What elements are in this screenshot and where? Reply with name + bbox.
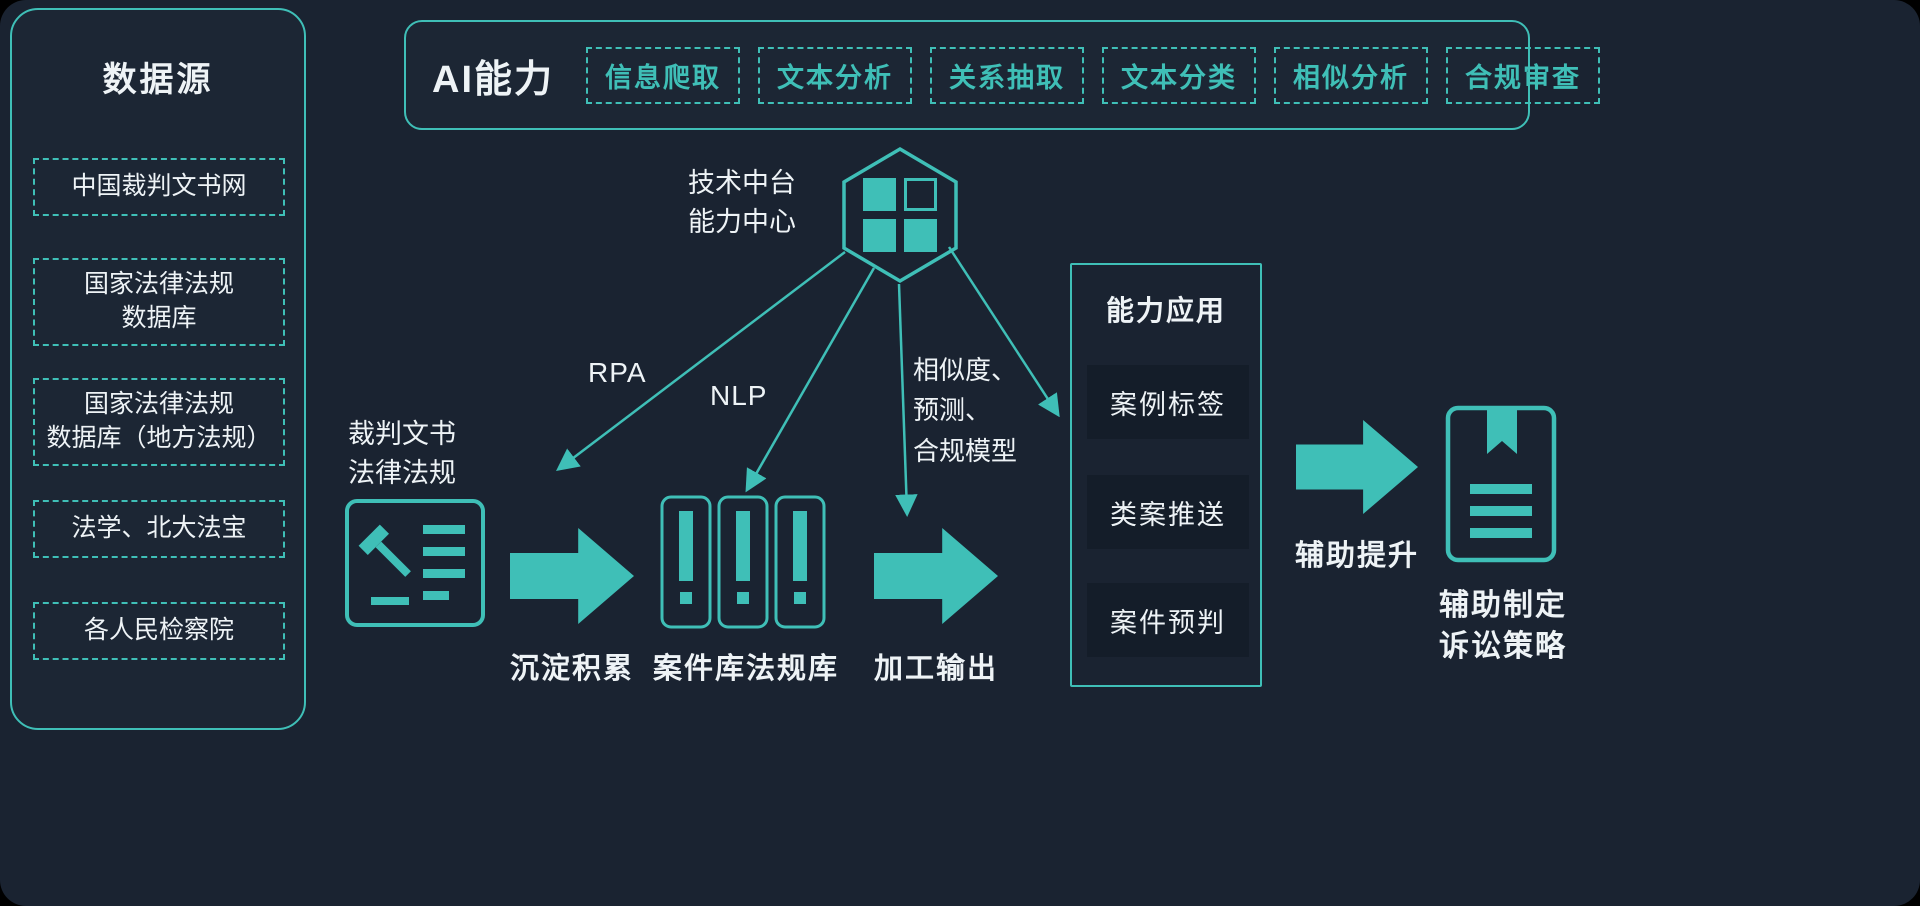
capability-item: 类案推送	[1087, 475, 1249, 549]
step1-label: 沉淀积累	[509, 653, 634, 685]
ai-capability-chip: 信息爬取	[586, 46, 741, 104]
case-law-binders-icon	[660, 495, 826, 629]
ai-capability-chips: 信息爬取 文本分析 关系抽取 文本分类 相似分析 合规审查	[586, 46, 1601, 104]
data-source-item: 国家法律法规 数据库	[33, 258, 285, 346]
outcome-label: 辅助制定 诉讼策略	[1439, 589, 1567, 663]
capability-item: 案件预判	[1087, 583, 1249, 657]
flow-arrow-output	[874, 528, 998, 624]
ai-capability-chip: 文本分类	[1102, 46, 1257, 104]
gavel-document-icon	[345, 499, 485, 627]
data-sources-title: 数据源	[102, 61, 214, 99]
ai-panel-title: AI能力	[432, 58, 555, 101]
capability-item: 案例标签	[1087, 365, 1249, 439]
step2-label: 加工输出	[874, 653, 999, 685]
ai-capability-chip: 相似分析	[1274, 46, 1429, 104]
data-source-item: 国家法律法规 数据库（地方法规）	[33, 378, 285, 466]
nlp-link-label: NLP	[710, 380, 768, 411]
hexagon-grid-icon	[842, 146, 958, 284]
data-source-item: 法学、北大法宝	[33, 500, 285, 558]
ai-capabilities-panel: AI能力 信息爬取 文本分析 关系抽取 文本分类 相似分析 合规审查	[404, 20, 1601, 130]
rpa-link-label: RPA	[588, 357, 647, 388]
data-sources-panel: 数据源 中国裁判文书网 国家法律法规 数据库 国家法律法规 数据库（地方法规） …	[10, 8, 306, 730]
source-label: 裁判文书 法律法规	[348, 419, 456, 489]
flow-arrow-assist	[1296, 420, 1418, 514]
ai-capability-chip: 文本分析	[758, 46, 913, 104]
data-source-item: 各人民检察院	[33, 602, 285, 660]
flow-arrow-accumulate	[510, 528, 634, 624]
capability-panel-title: 能力应用	[1105, 295, 1226, 326]
data-source-item: 中国裁判文书网	[33, 158, 285, 216]
ai-capability-chip: 关系抽取	[930, 46, 1085, 104]
capability-application-panel: 能力应用 案例标签 类案推送 案件预判	[1070, 263, 1262, 687]
repository-label: 案件库法规库	[652, 653, 839, 685]
models-link-label: 相似度、 预测、 合规模型	[913, 355, 1018, 466]
step3-label: 辅助提升	[1294, 540, 1419, 572]
hub-label: 技术中台 能力中心	[688, 168, 796, 238]
ai-capability-chip: 合规审查	[1446, 46, 1601, 104]
strategy-document-icon	[1445, 405, 1557, 563]
